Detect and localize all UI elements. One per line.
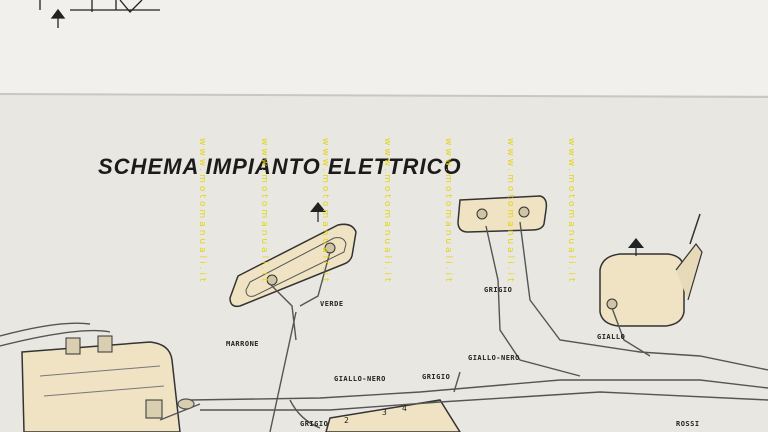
wire-label-giallo: GIALLO: [597, 333, 626, 341]
watermark-text: www.motomanuali.it: [505, 138, 515, 285]
watermark-text: www.motomanuali.it: [566, 138, 576, 285]
watermark-text: www.motomanuali.it: [320, 138, 330, 285]
wire-label-grigio-top: GRIGIO: [484, 286, 513, 294]
wiring-harness: [0, 221, 768, 432]
wire-label-rosso: ROSSI: [676, 420, 700, 428]
wire-label-giallo-nero-left: GIALLO-NERO: [334, 375, 386, 383]
battery: [21, 335, 181, 432]
watermark-text: www.motomanuali.it: [197, 138, 207, 285]
rear-light-assembly: [457, 195, 548, 233]
wire-label-grigio-bottom: GRIGIO: [300, 420, 329, 428]
watermark-text: www.motomanuali.it: [259, 138, 269, 285]
upper-sheet: [0, 0, 768, 95]
terminal-number: 2: [344, 416, 349, 425]
wire-label-verde: VERDE: [320, 300, 344, 308]
diagram-title: SCHEMA IMPIANTO ELETTRICO: [98, 154, 462, 179]
wire-label-giallo-nero-right: GIALLO-NERO: [468, 354, 520, 362]
terminal-number: 4: [402, 404, 407, 413]
front-light-assembly: [229, 202, 357, 308]
watermark-text: www.motomanuali.it: [382, 138, 392, 285]
sheet-fold: [0, 93, 768, 98]
wire-label-marrone: MARRONE: [226, 340, 260, 348]
horn-unit: [599, 213, 703, 327]
upper-schematic-fragment: [39, 0, 160, 28]
junction-block: [325, 399, 461, 432]
watermark-text: www.motomanuali.it: [443, 138, 453, 285]
terminal-number: 3: [382, 408, 387, 417]
wire-label-grigio-mid: GRIGIO: [422, 373, 451, 381]
connector-clip: [177, 398, 195, 410]
